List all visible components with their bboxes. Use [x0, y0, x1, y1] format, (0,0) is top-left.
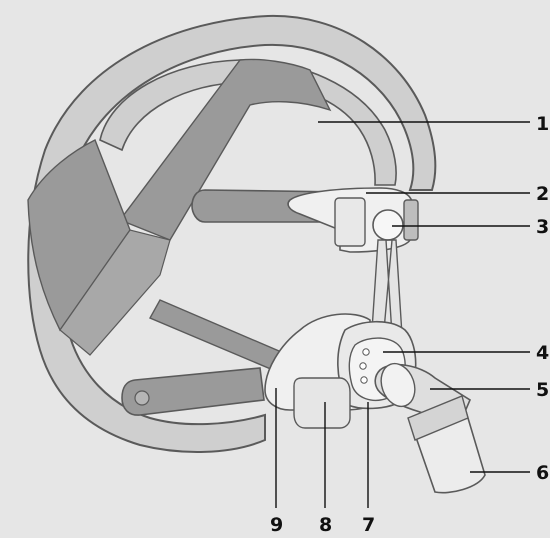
callout-1: 1 [536, 113, 549, 135]
forehead-support [287, 187, 419, 336]
forehead-clip-left [334, 197, 366, 247]
callout-leaders [275, 121, 530, 508]
forehead-knob [372, 209, 404, 241]
mask-vent-hole [360, 376, 368, 384]
mask-vent-hole [362, 348, 370, 356]
frame-arm [371, 239, 403, 336]
mask-vent-hole [359, 362, 367, 370]
callout-2: 2 [536, 183, 549, 205]
mask-assembly [264, 313, 486, 494]
callout-5: 5 [536, 379, 549, 401]
callout-labels: 1 2 3 4 5 6 7 8 9 [270, 113, 549, 536]
callout-9: 9 [270, 514, 283, 536]
callout-7: 7 [362, 514, 375, 536]
forehead-clip-right [403, 199, 419, 241]
callout-4: 4 [536, 342, 549, 364]
mask-side-clip [293, 377, 351, 429]
strap-tab-button [134, 390, 150, 406]
swivel-band [407, 395, 469, 441]
headgear-lower-panel [59, 229, 171, 356]
callout-6: 6 [536, 462, 549, 484]
headgear-bottom-strap [121, 367, 265, 416]
headgear-crown-panel [118, 58, 332, 241]
headgear-outer-band [27, 14, 437, 453]
callout-3: 3 [536, 216, 549, 238]
elbow-ring [380, 362, 416, 408]
callout-8: 8 [319, 514, 332, 536]
